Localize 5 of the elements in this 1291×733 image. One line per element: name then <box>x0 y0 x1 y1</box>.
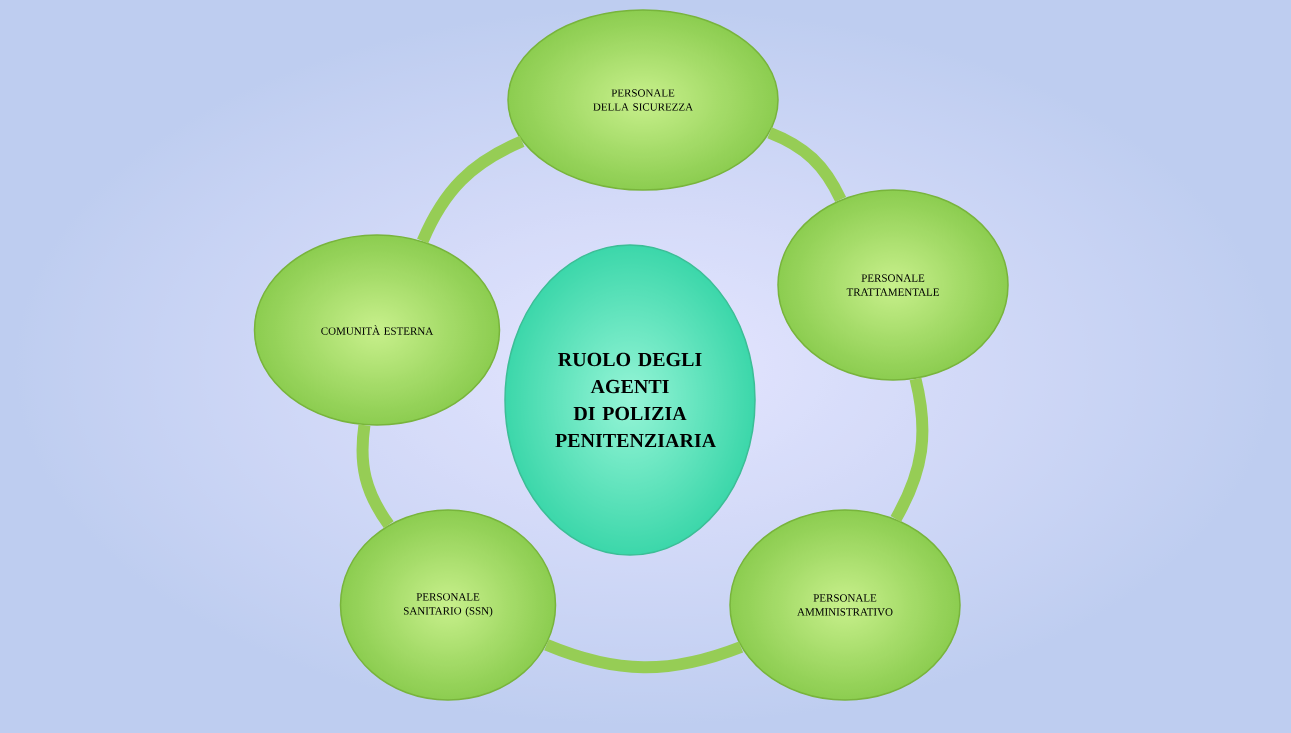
ring-segment <box>356 424 394 529</box>
ring-segment <box>417 135 525 244</box>
ring-segment <box>890 377 929 522</box>
ring-segment <box>767 127 847 203</box>
ring-segment <box>544 639 744 674</box>
